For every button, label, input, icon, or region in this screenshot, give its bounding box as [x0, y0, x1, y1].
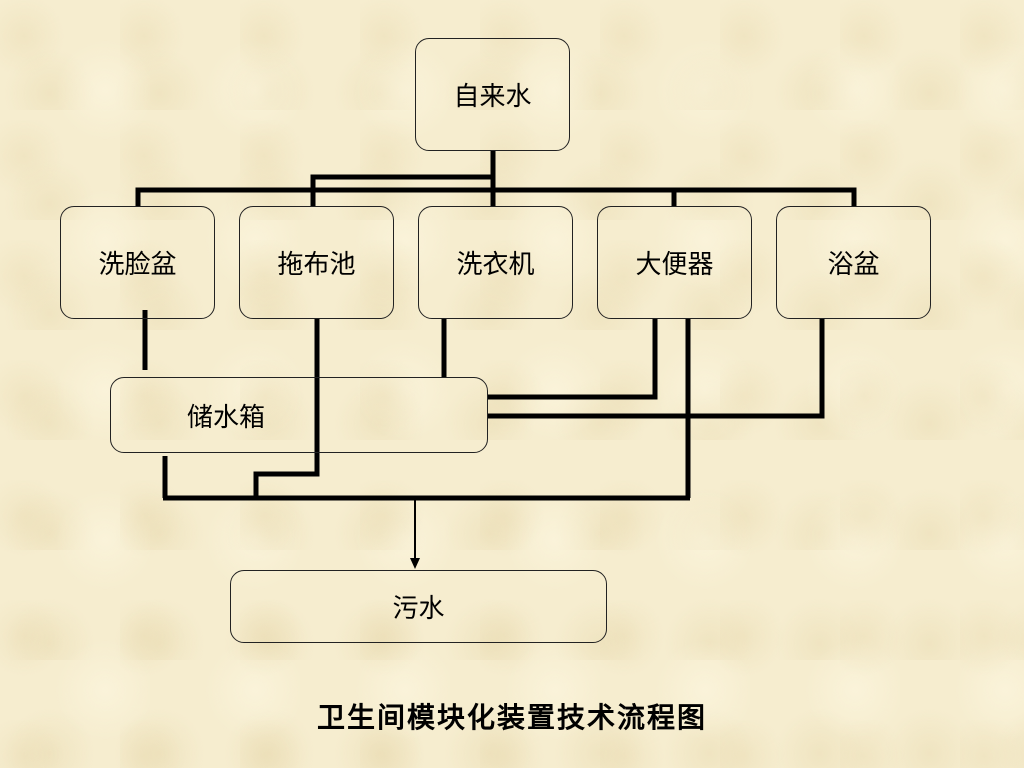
node-storage-tank: 储水箱 — [110, 377, 488, 453]
drain-bathtub-to-tank — [487, 318, 825, 419]
node-tap-water: 自来水 — [415, 38, 570, 151]
node-bathtub-label: 浴盆 — [827, 250, 880, 280]
diagram-caption: 卫生间模块化装置技术流程图 — [316, 701, 707, 734]
node-mop-sink-label: 拖布池 — [277, 250, 356, 280]
node-sewage: 污水 — [230, 570, 607, 643]
node-storage-tank-label: 储水箱 — [187, 402, 266, 433]
sewage-arrow — [410, 498, 420, 569]
drain-toilet-to-tank — [487, 318, 658, 400]
supply-bus-upper — [310, 174, 493, 207]
drain-mop-sink — [253, 318, 320, 498]
node-washbasin: 洗脸盆 — [60, 206, 215, 319]
node-washing-machine-label: 洗衣机 — [456, 250, 535, 280]
node-toilet-label: 大便器 — [635, 250, 714, 280]
node-washing-machine: 洗衣机 — [418, 206, 573, 319]
node-bathtub: 浴盆 — [776, 206, 931, 319]
supply-bus-lower — [135, 187, 857, 207]
node-toilet: 大便器 — [597, 206, 752, 319]
node-sewage-label: 污水 — [392, 594, 445, 624]
node-washbasin-label: 洗脸盆 — [98, 250, 177, 280]
node-tap-water-label: 自来水 — [453, 82, 532, 112]
node-mop-sink: 拖布池 — [239, 206, 394, 319]
